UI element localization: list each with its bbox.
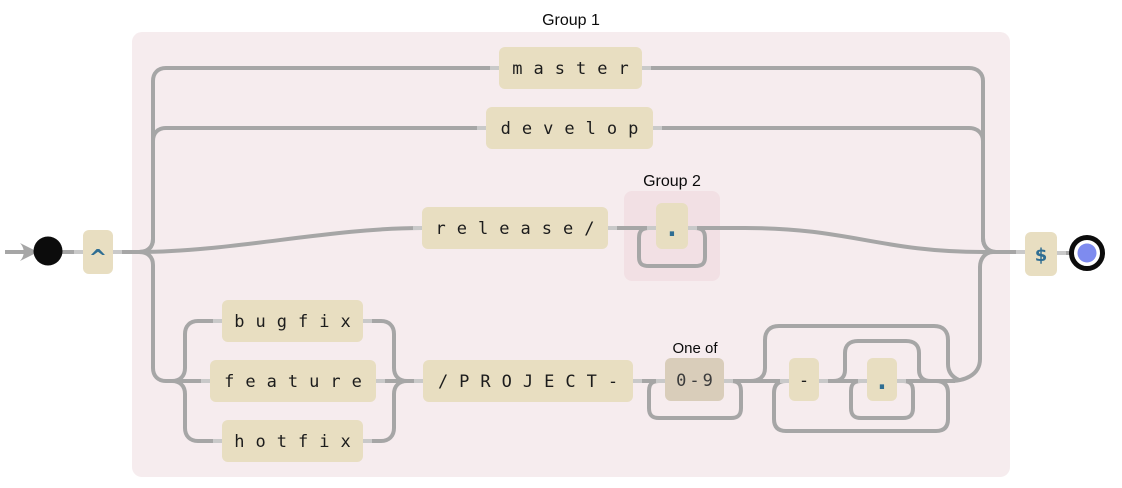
tail-any-char-glyph: . (874, 366, 890, 396)
project-label: /PROJECT- (438, 372, 629, 392)
tail-group-repeat-loop (772, 379, 950, 433)
group1-background (132, 32, 1010, 477)
tail-group-skip-arc (749, 324, 960, 383)
release-merge-line (688, 226, 1025, 254)
feature-box (210, 360, 376, 402)
tail-any-char-box (867, 358, 897, 401)
group2-any-char-box (656, 203, 688, 249)
dash-box (789, 358, 819, 401)
tail-dot-repeat-loop (849, 379, 915, 420)
joint-ticks (74, 66, 1066, 443)
caret-anchor-box (83, 230, 113, 274)
group2-label: Group 2 (643, 173, 701, 190)
one-of-label: One of (672, 340, 718, 357)
tail-dot-skip-arc (832, 339, 932, 383)
develop-label: develop (501, 119, 650, 139)
bugfix-box (222, 300, 363, 342)
dash-label: - (799, 371, 809, 391)
branch-bottom-line (138, 250, 174, 383)
develop-box (486, 107, 653, 149)
digit-range-box (665, 358, 724, 401)
dollar-anchor-box (1025, 232, 1057, 276)
entry-arrow-icon (20, 243, 38, 261)
group2-any-char-glyph: . (664, 213, 680, 243)
master-label: master (512, 59, 639, 79)
hotfix-box (222, 420, 363, 462)
digit-range-label: 0-9 (676, 371, 716, 391)
caret-anchor-glyph: ^ (89, 246, 107, 271)
subbranch-hotfix-line (171, 379, 222, 443)
group1-label: Group 1 (542, 12, 600, 29)
branch-release-line (138, 226, 423, 254)
end-state-dot (1077, 243, 1097, 263)
group2-repeat-loop (637, 226, 707, 268)
release-label: release/ (436, 219, 606, 239)
dollar-anchor-glyph: $ (1035, 245, 1048, 266)
master-box (499, 47, 642, 89)
feature-label: feature (224, 372, 373, 392)
start-state-dot (33, 236, 63, 266)
release-box (422, 207, 608, 249)
bugfix-label: bugfix (234, 312, 361, 332)
hotfix-label: hotfix (234, 432, 361, 452)
project-box (423, 360, 633, 402)
digits-repeat-loop (647, 379, 743, 420)
